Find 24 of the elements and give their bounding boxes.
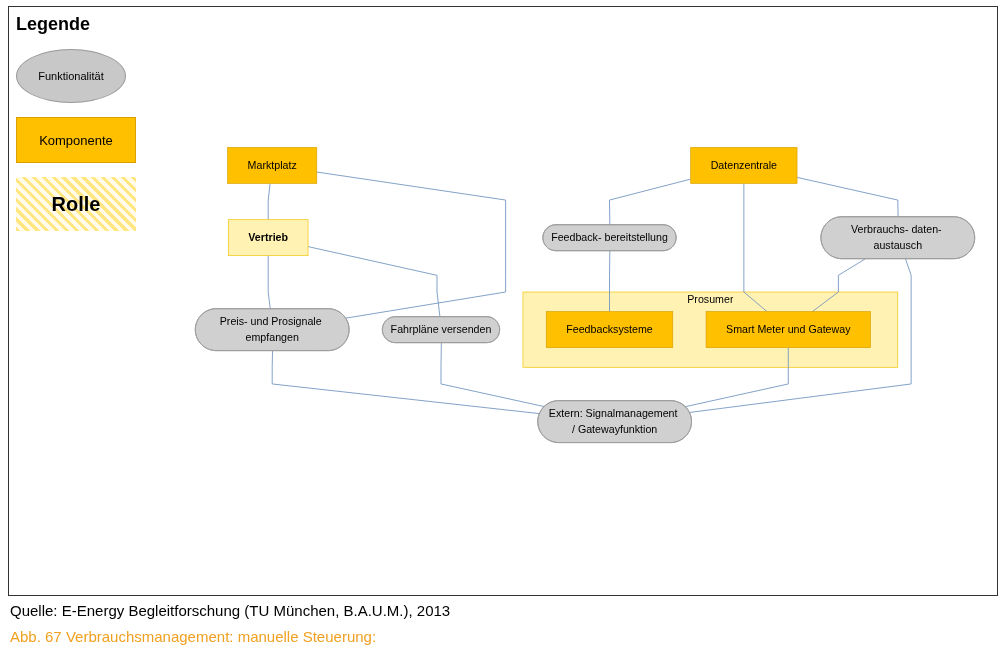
connector: [609, 178, 692, 226]
connector: [440, 342, 546, 408]
node-box: Marktplatz: [227, 147, 318, 184]
connector: [267, 182, 271, 221]
legend-hatched-box: Rolle: [16, 177, 136, 231]
connector: [743, 182, 768, 313]
connector: [307, 246, 441, 318]
connector: [811, 258, 866, 313]
legend-heading: Legende: [16, 14, 91, 35]
legend-swatch: Komponente: [16, 117, 136, 163]
connector: [689, 258, 912, 413]
connector: [316, 171, 507, 319]
figure-caption: Abb. 67 Verbrauchsmanagement: manuelle Steuerung:: [10, 628, 377, 645]
source-note: Quelle: E-Energy Begleitforschung (TU München, B.A.U.M.), 2013: [10, 602, 451, 619]
node-box: Feedbacksysteme: [545, 311, 674, 348]
connector: [684, 347, 789, 408]
connector: [271, 350, 541, 415]
node-box: Vertrieb: [228, 219, 309, 257]
connector: [267, 255, 271, 310]
legend-ellipse: Funktionalität: [16, 49, 126, 103]
node-box: Datenzentrale: [690, 147, 798, 184]
node-box: Smart Meter und Gateway: [705, 311, 871, 348]
connector: [796, 176, 899, 218]
connector: [609, 250, 611, 313]
